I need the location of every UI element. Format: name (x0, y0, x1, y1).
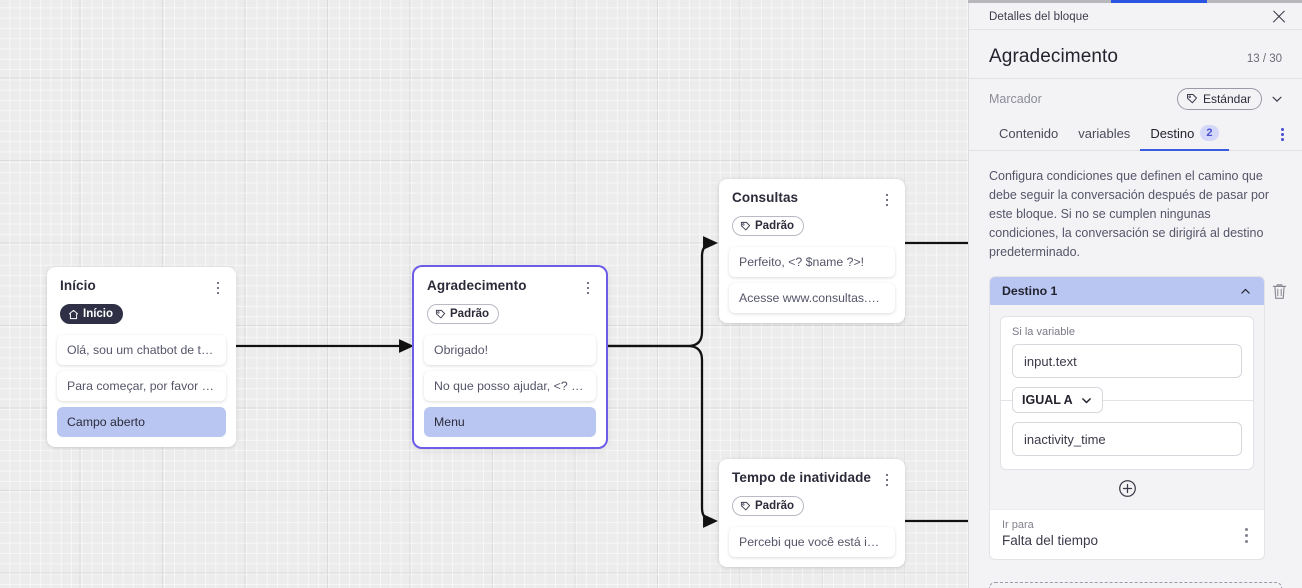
page-title: Agradecimento (989, 46, 1119, 67)
node-tag-label: Padrão (450, 308, 489, 320)
variable-input[interactable]: input.text (1012, 344, 1242, 378)
home-icon (68, 309, 79, 319)
node-message[interactable]: Perfeito, <? $name ?>! (729, 246, 895, 277)
panel-content: Configura condiciones que definen el cam… (969, 151, 1302, 588)
tab-label: Destino (1150, 125, 1195, 141)
node-header: Consultas (719, 179, 905, 209)
node-title: Início (60, 278, 96, 293)
marker-row: Marcador Estándar (969, 79, 1302, 119)
node-message[interactable]: Olá, sou um chatbot de teste! (57, 334, 226, 365)
node-title: Agradecimento (427, 278, 527, 293)
node-menu-button[interactable] (879, 191, 895, 209)
operator-label: IGUAL A (1022, 393, 1073, 407)
condition-label: Si la variable (1012, 326, 1075, 338)
node-message[interactable]: Percebi que você está inativo. C... (729, 526, 895, 557)
goto-label: Ir para (1002, 519, 1034, 531)
tag-icon (435, 309, 446, 318)
destination-title: Destino 1 (1002, 284, 1058, 298)
node-tag-label: Padrão (755, 220, 794, 232)
char-counter: 13 / 30 (1246, 53, 1282, 65)
add-condition-row (990, 470, 1264, 509)
flow-node-agradecimento[interactable]: Agradecimento Padrão Obrigado! No que po… (414, 267, 606, 447)
node-message[interactable]: No que posso ajudar, <? $name ... (424, 370, 596, 401)
chevron-down-icon[interactable] (1270, 92, 1284, 106)
goto-texts: Ir para Falta del tiempo (1002, 519, 1241, 548)
panel-title-row: Agradecimento 13 / 30 (969, 30, 1302, 79)
node-message[interactable]: Campo aberto (57, 406, 226, 437)
trash-icon[interactable] (1271, 282, 1288, 301)
destination-row: Destino 1 Si la variable input.text IGUA… (969, 276, 1302, 560)
panel-header-title: Detalles del bloque (989, 10, 1089, 23)
edge-agradecimento-inatividade (607, 344, 718, 528)
tab-variables[interactable]: variables (1068, 120, 1140, 150)
goto-row[interactable]: Ir para Falta del tiempo (990, 509, 1264, 559)
marker-chip[interactable]: Estándar (1176, 88, 1262, 110)
node-menu-button[interactable] (580, 279, 596, 297)
node-tag-row: Padrão (719, 209, 905, 237)
node-messages: Perfeito, <? $name ?>! Acesse www.consul… (719, 237, 905, 323)
node-tag-row: Padrão (719, 489, 905, 517)
condition-box: Si la variable input.text IGUAL A inacti… (1000, 316, 1254, 470)
tab-destino[interactable]: Destino 2 (1140, 119, 1229, 151)
tag-icon (740, 221, 751, 230)
goto-menu-button[interactable] (1241, 524, 1252, 548)
tab-label: Contenido (999, 125, 1059, 141)
flow-node-consultas[interactable]: Consultas Padrão Perfeito, <? $name ?>! … (719, 179, 905, 323)
node-tag-row: Padrão (414, 297, 606, 325)
destination-description: Configura condiciones que definen el cam… (989, 169, 1270, 259)
tab-badge: 2 (1200, 125, 1219, 141)
node-tag-row: Início (47, 297, 236, 325)
node-message[interactable]: Para começar, por favor digite o ... (57, 370, 226, 401)
node-message[interactable]: Menu (424, 406, 596, 437)
progress-bar (1111, 0, 1207, 3)
block-details-panel: Detalles del bloque Agradecimento 13 / 3… (968, 0, 1302, 588)
node-tag-badge[interactable]: Padrão (732, 496, 804, 516)
node-message[interactable]: Acesse www.consultas.com par... (729, 282, 895, 313)
node-tag-badge[interactable]: Início (60, 304, 124, 324)
node-messages: Obrigado! No que posso ajudar, <? $name … (414, 325, 606, 447)
flow-node-tempo-de-inatividade[interactable]: Tempo de inatividade Padrão Percebi que … (719, 459, 905, 567)
operator-row: IGUAL A (1001, 383, 1253, 417)
plus-circle-icon[interactable] (1118, 479, 1137, 498)
panel-header: Detalles del bloque (969, 0, 1302, 30)
panel-tabs: Contenido variables Destino 2 (969, 119, 1302, 151)
node-title: Tempo de inatividade (732, 470, 872, 485)
flow-node-inicio[interactable]: Início Início Olá, sou um chatbot de tes… (47, 267, 236, 447)
node-header: Tempo de inatividade (719, 459, 905, 489)
marker-chip-label: Estándar (1202, 92, 1251, 106)
node-tag-badge[interactable]: Padrão (732, 216, 804, 236)
destination-card: Destino 1 Si la variable input.text IGUA… (989, 276, 1265, 560)
tab-label: variables (1078, 125, 1131, 141)
add-destination-button[interactable]: Agregar destino (989, 582, 1282, 588)
flow-canvas[interactable]: Início Início Olá, sou um chatbot de tes… (0, 0, 968, 588)
tab-contenido[interactable]: Contenido (989, 120, 1068, 150)
destination-header[interactable]: Destino 1 (990, 277, 1264, 305)
node-title: Consultas (732, 190, 799, 205)
node-menu-button[interactable] (879, 471, 895, 489)
node-messages: Percebi que você está inativo. C... (719, 517, 905, 567)
chevron-up-icon[interactable] (1239, 285, 1252, 298)
compare-value-input[interactable]: inactivity_time (1012, 422, 1242, 456)
tag-icon (740, 501, 751, 510)
node-menu-button[interactable] (210, 279, 226, 297)
tabs-overflow-menu-button[interactable] (1277, 124, 1288, 145)
node-tag-label: Padrão (755, 500, 794, 512)
node-tag-label: Início (83, 308, 114, 320)
node-tag-badge[interactable]: Padrão (427, 304, 499, 324)
edge-agradecimento-consultas (607, 236, 718, 348)
goto-value: Falta del tiempo (1002, 533, 1099, 548)
chevron-down-icon (1081, 397, 1091, 403)
node-header: Agradecimento (414, 267, 606, 297)
node-message[interactable]: Obrigado! (424, 334, 596, 365)
marker-label: Marcador (989, 92, 1042, 106)
close-icon[interactable] (1270, 8, 1288, 26)
tag-icon (1186, 94, 1197, 104)
operator-select[interactable]: IGUAL A (1012, 387, 1103, 413)
node-header: Início (47, 267, 236, 297)
node-messages: Olá, sou um chatbot de teste! Para começ… (47, 325, 236, 447)
